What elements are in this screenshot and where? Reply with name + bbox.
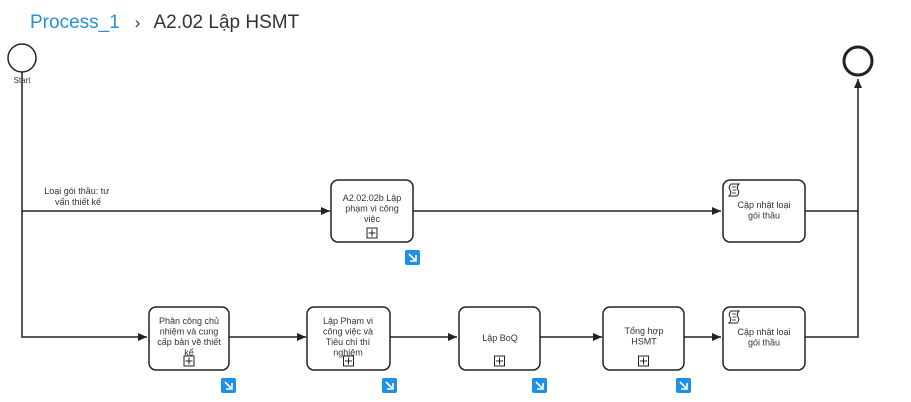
subprocess-marker-icon bbox=[343, 355, 354, 367]
subprocess-marker-icon bbox=[494, 355, 505, 367]
breadcrumb-separator: › bbox=[134, 13, 141, 32]
task-label: Lập BoQ bbox=[482, 333, 518, 343]
flow-capnhat2-to-end[interactable] bbox=[805, 211, 859, 338]
breadcrumb-current: A2.02 Lập HSMT bbox=[153, 12, 300, 33]
task-box bbox=[148, 306, 230, 371]
flow-capnhat1-to-end[interactable] bbox=[805, 79, 862, 212]
script-task-icon bbox=[727, 183, 741, 197]
end-event[interactable] bbox=[842, 45, 874, 77]
start-event[interactable]: Start bbox=[7, 43, 37, 85]
subprocess-marker-icon bbox=[366, 227, 378, 239]
flow-start-to-phancong[interactable] bbox=[21, 211, 147, 341]
drilldown-icon[interactable] bbox=[532, 378, 547, 393]
flow-condition-label: Loại gói thầu: tư vấn thiết kế bbox=[44, 186, 112, 207]
drilldown-icon[interactable] bbox=[676, 378, 691, 393]
task-box bbox=[306, 306, 391, 371]
drilldown-icon[interactable] bbox=[405, 250, 420, 265]
subprocess-marker-icon bbox=[183, 355, 195, 367]
task-box bbox=[458, 306, 541, 371]
task-boq[interactable]: Lập BoQ bbox=[458, 306, 541, 371]
drilldown-icon[interactable] bbox=[382, 378, 397, 393]
drilldown-icon[interactable] bbox=[221, 378, 236, 393]
sequence-flows bbox=[21, 72, 862, 341]
start-event-label: Start bbox=[14, 76, 32, 85]
task-box bbox=[722, 306, 806, 371]
script-task-icon bbox=[727, 310, 741, 324]
task-box bbox=[330, 179, 414, 243]
task-box bbox=[722, 179, 806, 243]
breadcrumb-parent-link[interactable]: Process_1 bbox=[30, 12, 120, 33]
breadcrumb: Process_1 › A2.02 Lập HSMT bbox=[30, 10, 299, 36]
task-box bbox=[602, 306, 685, 371]
subprocess-marker-icon bbox=[638, 355, 649, 367]
